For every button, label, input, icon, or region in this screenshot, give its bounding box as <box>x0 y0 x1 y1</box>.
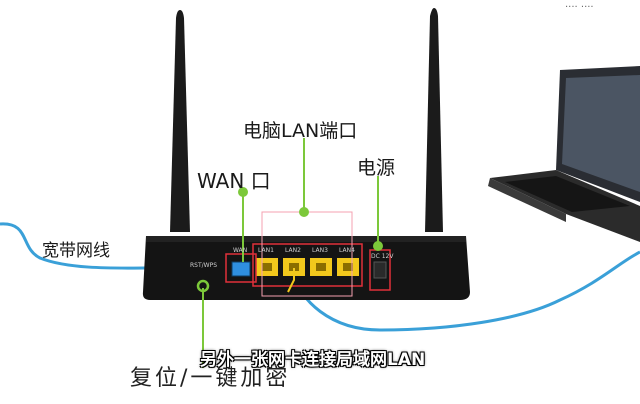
laptop-cable <box>290 250 640 332</box>
lan-ports-label: 电脑LAN端口 <box>243 120 358 142</box>
port-label-lan4: LAN4 <box>339 247 355 254</box>
dc-label: DC 12V <box>371 253 394 260</box>
rst-label: RST/WPS <box>190 262 218 269</box>
watermark: ···· ···· <box>565 2 594 13</box>
broadband-label: 宽带网线 <box>42 241 110 261</box>
port-label-lan1: LAN1 <box>258 247 274 254</box>
port-label-wan: WAN <box>233 247 248 254</box>
router-body <box>142 236 470 300</box>
port-label-lan3: LAN3 <box>312 247 328 254</box>
laptop-icon <box>488 66 640 242</box>
reset-label: 复位/一键加密 <box>130 366 291 391</box>
lan2-cable-link <box>287 268 295 293</box>
wan-port-label: WAN 口 <box>197 169 271 193</box>
port-label-lan2: LAN2 <box>285 247 301 254</box>
subtitle-caption: 另外一张网卡连接局域网LAN <box>200 350 426 370</box>
lan-highlight <box>252 243 363 287</box>
wan-highlight <box>225 253 257 283</box>
power-label: 电源 <box>357 157 396 179</box>
power-jack <box>373 261 387 279</box>
broadband-cable <box>0 222 236 270</box>
wan-port <box>231 261 251 277</box>
callout-lines <box>196 138 383 368</box>
